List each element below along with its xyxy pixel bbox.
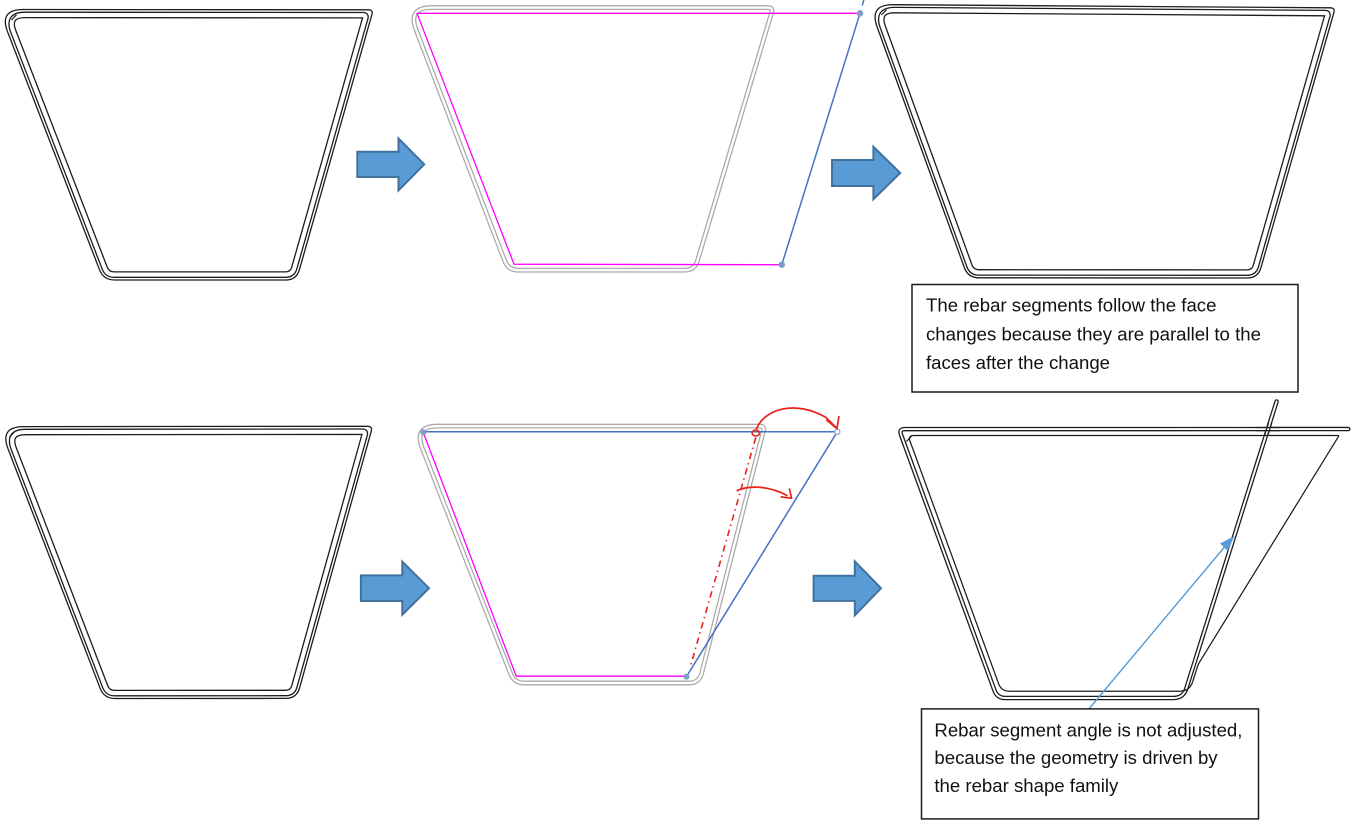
- svg-text:Rebar segment angle is not adj: Rebar segment angle is not adjusted,: [934, 720, 1242, 741]
- svg-text:the rebar shape family: the rebar shape family: [934, 775, 1119, 796]
- svg-text:changes because they are paral: changes because they are parallel to the: [926, 323, 1261, 344]
- svg-text:because the geometry is driven: because the geometry is driven by: [934, 747, 1218, 768]
- svg-text:faces after the change: faces after the change: [926, 352, 1110, 373]
- svg-text:The rebar segments follow the: The rebar segments follow the face: [926, 295, 1216, 316]
